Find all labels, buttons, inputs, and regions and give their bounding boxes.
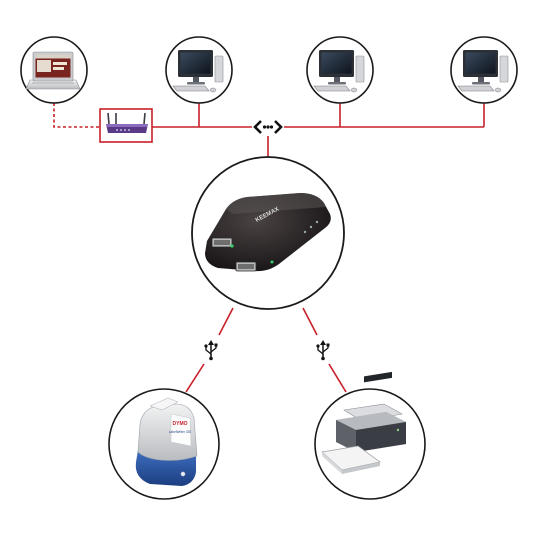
ethernet-network-icon [252,119,284,135]
usb-server-node[interactable]: KEEMAX [191,156,345,310]
large-printer-node[interactable] [314,371,426,500]
usb-link-left-lower [185,363,205,393]
usb-link-right-upper [302,307,318,336]
desktop-node-3[interactable] [450,36,518,104]
label-printer-brand: DYMO [173,421,188,427]
desktop-computer-icon [313,50,365,93]
label-printer-icon: DYMO LabelWriter 330 [135,397,198,486]
laptop-node[interactable] [20,36,88,104]
label-printer-model: LabelWriter 330 [169,430,192,434]
desktop-computer-icon [457,50,509,93]
usb-link-right-lower [328,363,347,393]
wide-format-printer-icon [321,371,406,474]
laptop-icon [25,51,81,90]
wireless-router-icon [106,112,148,133]
usb-icon-right [314,340,332,361]
usb-icon-left [202,340,220,361]
usb-server-icon: KEEMAX [205,193,331,272]
router-node[interactable] [99,108,153,143]
connection-lines [53,102,485,393]
desktop-computer-icon [172,50,224,93]
desktop-node-2[interactable] [306,36,374,104]
label-printer-node[interactable]: DYMO LabelWriter 330 [108,388,220,500]
desktop-node-1[interactable] [165,36,233,104]
wireless-link-laptop-router [53,103,100,128]
usb-link-left-upper [218,307,234,336]
